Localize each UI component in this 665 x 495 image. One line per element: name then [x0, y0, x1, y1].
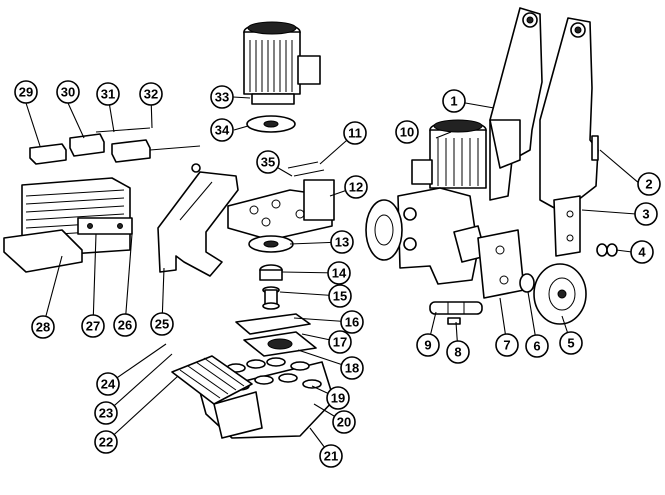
- callout-4-label: 4: [638, 245, 646, 260]
- callout-13-label: 13: [335, 235, 349, 250]
- callout-34: 34: [210, 118, 234, 142]
- callout-28: 28: [31, 315, 55, 339]
- callout-21: 21: [319, 444, 343, 468]
- callout-22: 22: [94, 430, 118, 454]
- callout-26-label: 26: [118, 318, 132, 333]
- top-motor: [243, 21, 321, 105]
- callout-22-label: 22: [99, 435, 113, 450]
- callout-3: 3: [634, 202, 658, 226]
- side-arm-1: [489, 7, 543, 201]
- callout-5: 5: [559, 331, 583, 355]
- callout-17: 17: [328, 330, 352, 354]
- callout-8: 8: [446, 340, 470, 364]
- clamp-29: [29, 143, 67, 165]
- callout-2: 2: [637, 172, 661, 196]
- callout-30: 30: [56, 80, 80, 104]
- fasteners-11: [287, 161, 325, 177]
- callout-28-label: 28: [36, 320, 50, 335]
- callout-16-label: 16: [345, 315, 359, 330]
- callout-4: 4: [630, 240, 654, 264]
- callout-5-label: 5: [567, 336, 574, 351]
- callout-16: 16: [340, 310, 364, 334]
- wheel-5: [533, 263, 587, 325]
- motor-flange-34: [246, 115, 296, 133]
- callout-20-label: 20: [337, 415, 351, 430]
- callout-6-label: 6: [533, 339, 540, 354]
- rod-31-32: [95, 127, 201, 173]
- callout-25-label: 25: [155, 317, 169, 332]
- callout-32-label: 32: [144, 87, 158, 102]
- callout-8-label: 8: [454, 345, 461, 360]
- callout-11: 11: [343, 121, 367, 145]
- cover-plate-28: [3, 229, 83, 273]
- callout-15-label: 15: [333, 289, 347, 304]
- callout-26: 26: [113, 313, 137, 337]
- callout-9: 9: [416, 333, 440, 357]
- callout-9-label: 9: [424, 338, 431, 353]
- guard-22: [171, 355, 263, 439]
- callout-25: 25: [150, 312, 174, 336]
- right-motor: [411, 119, 487, 189]
- callout-29-label: 29: [19, 85, 33, 100]
- callout-24: 24: [96, 372, 120, 396]
- callout-20: 20: [332, 410, 356, 434]
- callout-18: 18: [340, 356, 364, 380]
- callout-13: 13: [330, 230, 354, 254]
- callout-6: 6: [525, 334, 549, 358]
- pin-2: [591, 135, 599, 161]
- gearbox-7: [365, 187, 487, 285]
- frame-25: [157, 171, 239, 277]
- callout-19: 19: [326, 386, 350, 410]
- callout-24-label: 24: [101, 377, 116, 392]
- callout-10: 10: [395, 120, 419, 144]
- callout-27: 27: [81, 314, 105, 338]
- callout-1-label: 1: [450, 94, 457, 109]
- callout-21-label: 21: [324, 449, 338, 464]
- callout-32: 32: [139, 82, 163, 106]
- shaft-8-9: [429, 301, 483, 325]
- callout-19-label: 19: [331, 391, 345, 406]
- callout-31: 31: [96, 82, 120, 106]
- side-arm-3: [539, 17, 599, 257]
- callout-17-label: 17: [333, 335, 347, 350]
- callout-34-label: 34: [215, 123, 230, 138]
- callout-33-label: 33: [215, 90, 229, 105]
- clamp-30: [69, 133, 151, 163]
- washer-4: [596, 243, 618, 257]
- callout-3-label: 3: [642, 207, 649, 222]
- callout-11-label: 11: [348, 126, 362, 141]
- callout-23: 23: [94, 401, 118, 425]
- callout-15: 15: [328, 284, 352, 308]
- plate-7: [477, 229, 525, 299]
- callout-31-label: 31: [101, 87, 115, 102]
- callout-7: 7: [495, 333, 519, 357]
- callout-29: 29: [14, 80, 38, 104]
- callout-7-label: 7: [503, 338, 510, 353]
- callout-30-label: 30: [61, 85, 75, 100]
- callout-1: 1: [442, 89, 466, 113]
- callout-23-label: 23: [99, 406, 113, 421]
- callout-35: 35: [256, 150, 280, 174]
- callout-18-label: 18: [345, 361, 359, 376]
- callout-10-label: 10: [400, 125, 414, 140]
- callout-35-label: 35: [261, 155, 275, 170]
- callout-33: 33: [210, 85, 234, 109]
- callout-27-label: 27: [86, 319, 100, 334]
- callout-12: 12: [344, 175, 368, 199]
- center-stack: [235, 235, 317, 357]
- bracket-12: [227, 179, 335, 241]
- callout-12-label: 12: [349, 180, 363, 195]
- callout-14: 14: [327, 261, 351, 285]
- callout-14-label: 14: [332, 266, 347, 281]
- bearing-6: [519, 273, 535, 293]
- callout-2-label: 2: [645, 177, 652, 192]
